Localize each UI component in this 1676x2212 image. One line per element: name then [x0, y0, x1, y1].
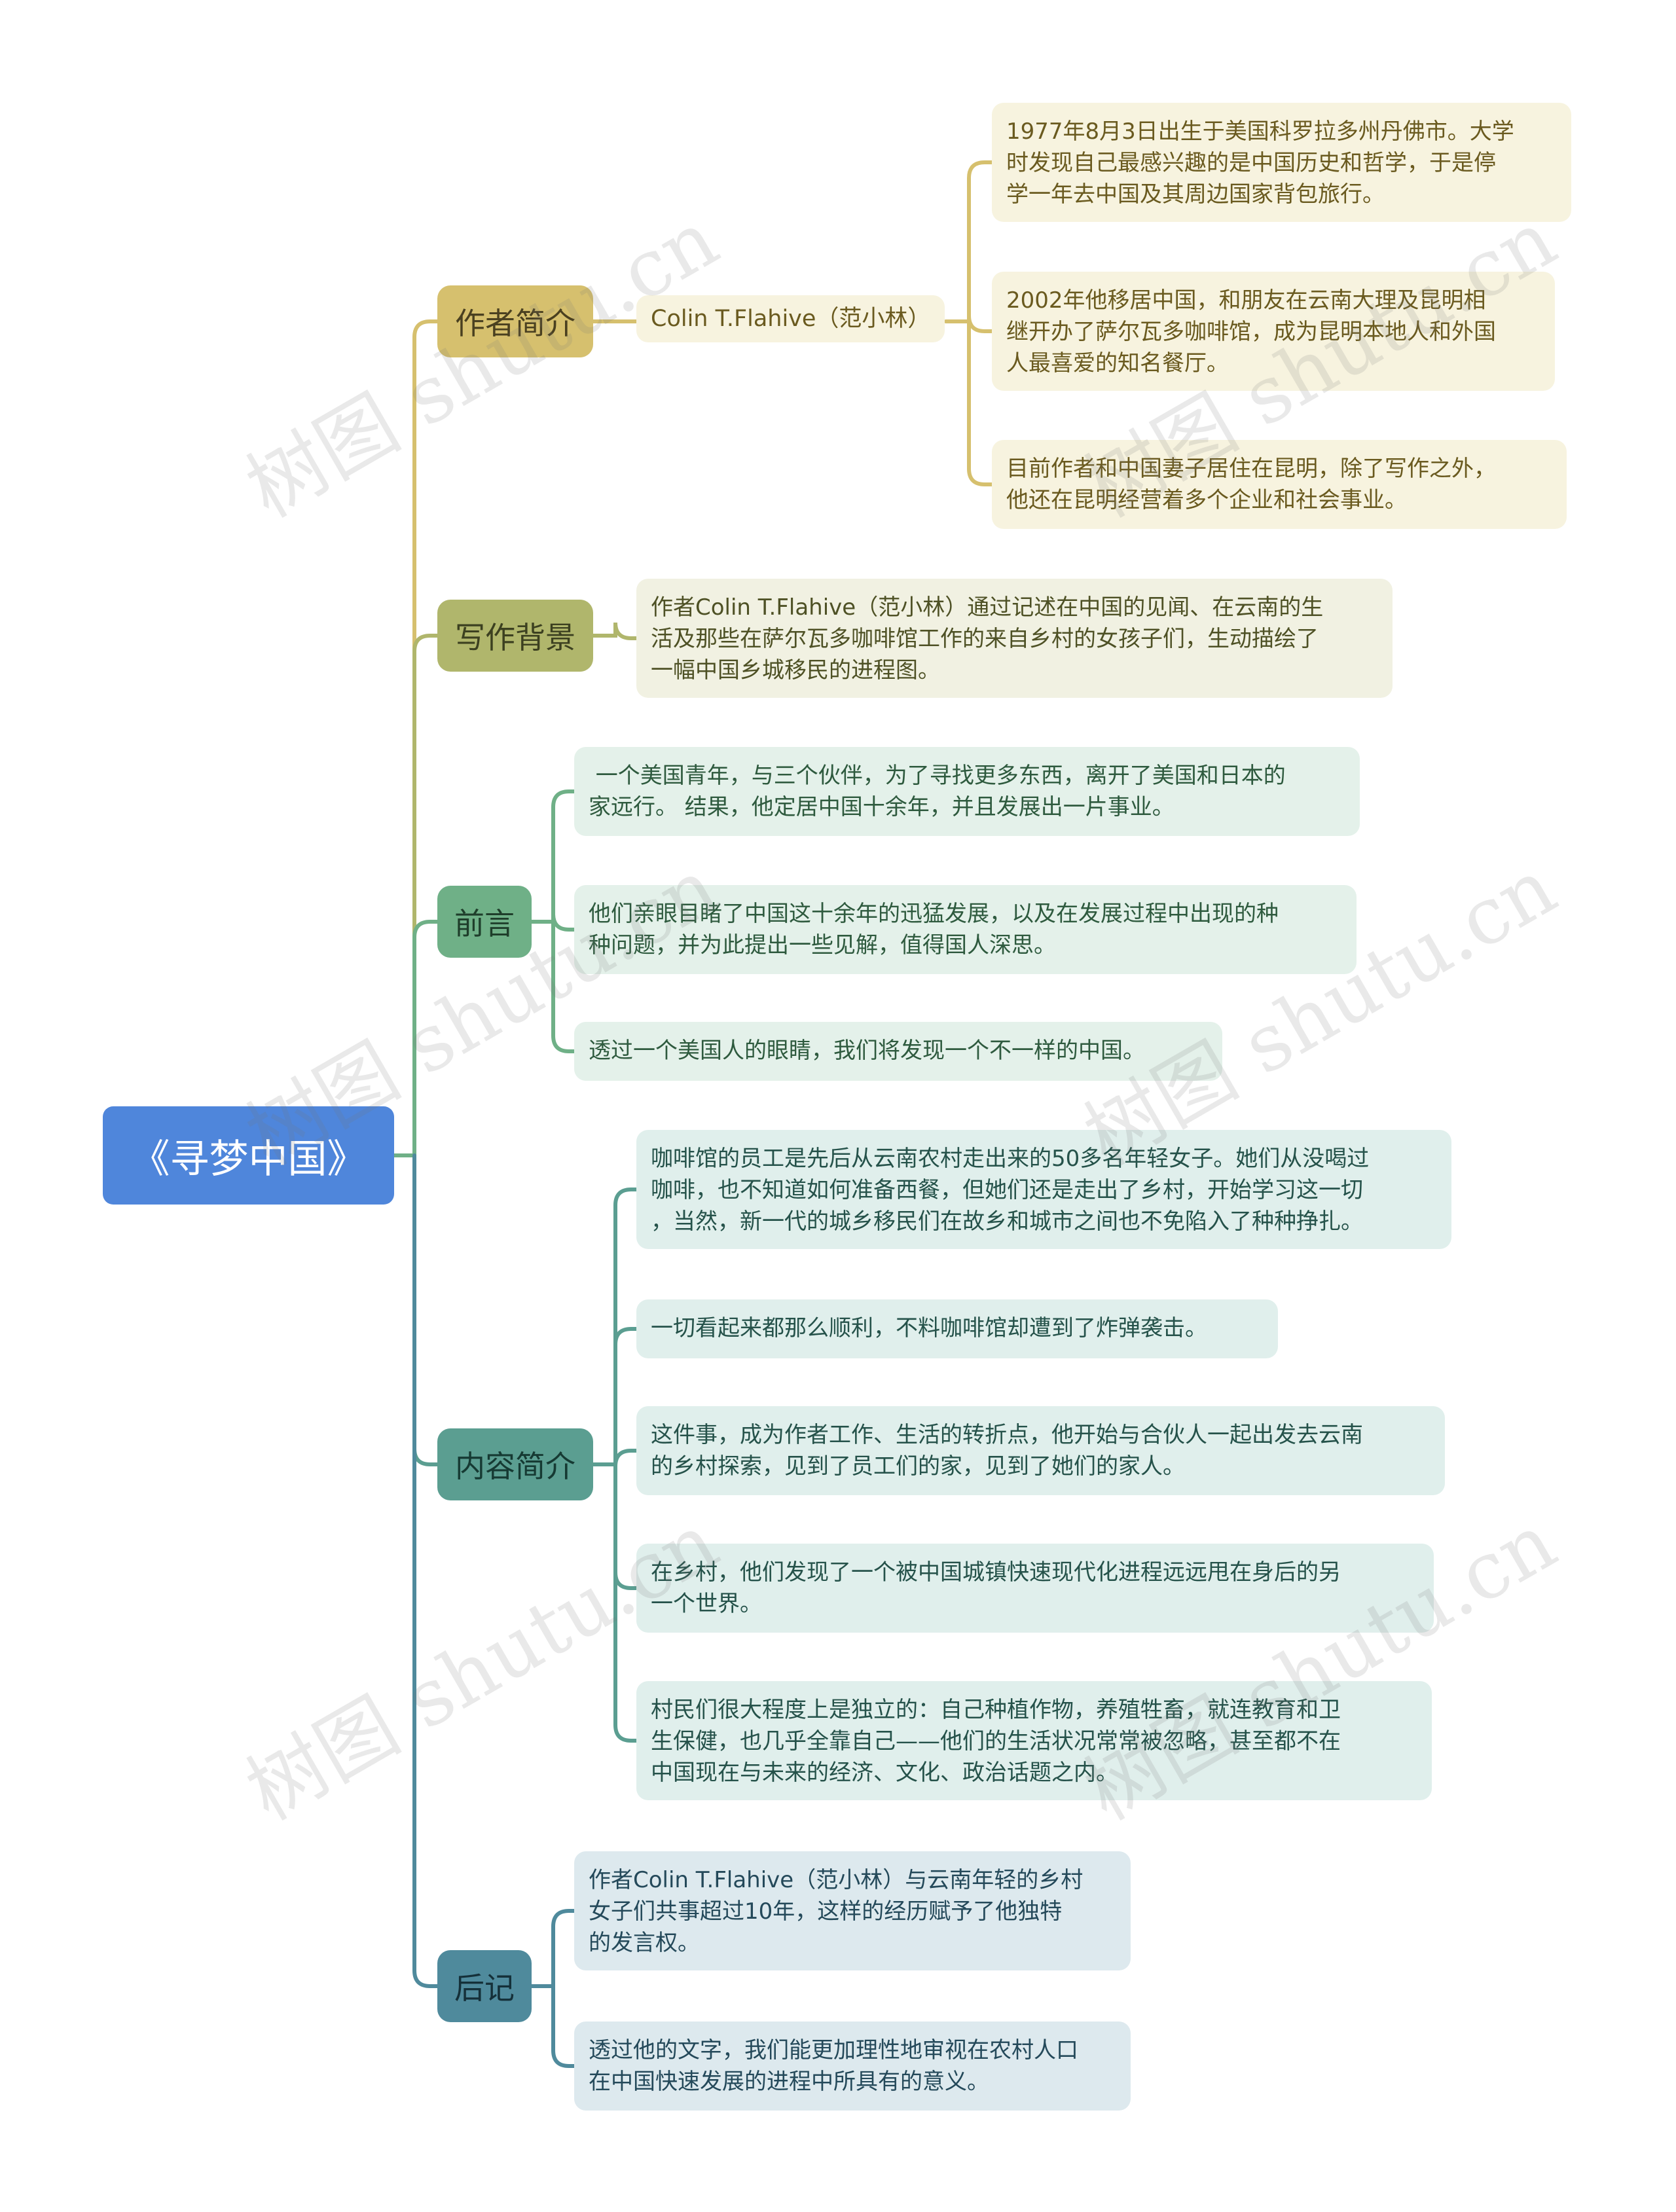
leaf-connector [530, 789, 576, 924]
branch-author-intro[interactable]: 作者简介 [437, 285, 593, 357]
branch-label: 内容简介 [455, 1449, 575, 1484]
branch-content-summary[interactable]: 内容简介 [437, 1428, 593, 1500]
content-leaf-3[interactable]: 这件事，成为作者工作、生活的转折点，他开始与合伙人一起出发去云南 的乡村探索，见… [636, 1406, 1445, 1495]
text-line: 种问题，并为此提出一些见解，值得国人深思。 [589, 932, 1056, 958]
trunk-connector [412, 920, 439, 1157]
text-line: 的乡村探索，见到了员工们的家，见到了她们的家人。 [651, 1453, 1185, 1479]
leaf-connector [530, 1984, 576, 2068]
branch-label: 写作背景 [455, 620, 575, 655]
content-leaf-4[interactable]: 在乡村，他们发现了一个被中国城镇快速现代化进程远远甩在身后的另 一个世界。 [636, 1544, 1434, 1633]
trunk-connector [412, 319, 439, 1157]
text-line: 继开办了萨尔瓦多咖啡馆，成为昆明本地人和外国 [1006, 319, 1496, 345]
afterword-leaf-1[interactable]: 作者Colin T.Flahive（范小林）与云南年轻的乡村 女子们共事超过10… [574, 1851, 1131, 1970]
leaf-connector [591, 622, 638, 640]
author-leaf-1[interactable]: 1977年8月3日出生于美国科罗拉多州丹佛市。大学 时发现自己最感兴趣的是中国历… [992, 103, 1571, 222]
text-line: 学一年去中国及其周边国家背包旅行。 [1006, 181, 1385, 208]
root-topic-label: 《寻梦中国》 [130, 1136, 367, 1182]
preface-leaf-1[interactable]: 一个美国青年，与三个伙伴，为了寻找更多东西，离开了美国和日本的 家远行。 结果，… [574, 747, 1360, 836]
text-line: 一切看起来都那么顺利，不料咖啡馆却遭到了炸弹袭击。 [651, 1315, 1207, 1341]
author-leaf-3[interactable]: 目前作者和中国妻子居住在昆明，除了写作之外， 他还在昆明经营着多个企业和社会事业… [992, 440, 1567, 529]
text-line: 生保健，也几乎全靠自己——他们的生活状况常常被忽略，甚至都不在 [651, 1728, 1341, 1754]
background-leaf-1[interactable]: 作者Colin T.Flahive（范小林）通过记述在中国的见闻、在云南的生 活… [636, 579, 1393, 698]
leaf-connector [591, 1188, 638, 1466]
text-line: 目前作者和中国妻子居住在昆明，除了写作之外， [1006, 456, 1496, 482]
text-line: 的发言权。 [589, 1930, 700, 1956]
text-line: 女子们共事超过10年，这样的经历赋予了他独特 [589, 1898, 1063, 1925]
leaf-connector [591, 1327, 638, 1466]
leaf-connector [530, 1909, 576, 1988]
branch-afterword[interactable]: 后记 [437, 1950, 532, 2022]
leaf-connector [944, 315, 994, 333]
branch-writing-background[interactable]: 写作背景 [437, 600, 593, 672]
content-leaf-1[interactable]: 咖啡馆的员工是先后从云南农村走出来的50多名年轻女子。她们从没喝过 咖啡，也不知… [636, 1130, 1451, 1249]
preface-leaf-3[interactable]: 透过一个美国人的眼睛，我们将发现一个不一样的中国。 [574, 1022, 1222, 1081]
text-line: 时发现自己最感兴趣的是中国历史和哲学，于是停 [1006, 150, 1496, 176]
text-line: 作者Colin T.Flahive（范小林）与云南年轻的乡村 [589, 1867, 1084, 1893]
root-topic[interactable]: 《寻梦中国》 [103, 1106, 394, 1205]
text-line: 他还在昆明经营着多个企业和社会事业。 [1006, 487, 1407, 513]
trunk-connector [412, 634, 439, 1157]
content-leaf-2[interactable]: 一切看起来都那么顺利，不料咖啡馆却遭到了炸弹袭击。 [636, 1299, 1278, 1358]
text-line: 在中国快速发展的进程中所具有的意义。 [589, 2069, 989, 2095]
branch-label: 后记 [454, 1970, 515, 2006]
leaf-connector [530, 920, 576, 1053]
trunk-connector [412, 1153, 439, 1466]
afterword-leaf-2[interactable]: 透过他的文字，我们能更加理性地审视在农村人口 在中国快速发展的进程中所具有的意义… [574, 2022, 1131, 2111]
preface-leaf-2[interactable]: 他们亲眼目睹了中国这十余年的迅猛发展，以及在发展过程中出现的种 种问题，并为此提… [574, 885, 1357, 974]
text-line: 人最喜爱的知名餐厅。 [1006, 350, 1229, 376]
text-line: 他们亲眼目睹了中国这十余年的迅猛发展，以及在发展过程中出现的种 [589, 901, 1279, 927]
author-name-label: Colin T.Flahive（范小林） [651, 306, 931, 332]
leaf-connector [591, 1462, 638, 1743]
text-line: 中国现在与未来的经济、文化、政治话题之内。 [651, 1760, 1118, 1786]
text-line: 2002年他移居中国，和朋友在云南大理及昆明相 [1006, 287, 1486, 314]
leaf-connector [530, 913, 576, 932]
author-leaf-2[interactable]: 2002年他移居中国，和朋友在云南大理及昆明相 继开办了萨尔瓦多咖啡馆，成为昆明… [992, 272, 1555, 391]
text-line: 作者Colin T.Flahive（范小林）通过记述在中国的见闻、在云南的生 [651, 594, 1324, 621]
text-line: 1977年8月3日出生于美国科罗拉多州丹佛市。大学 [1006, 118, 1514, 145]
text-line: 在乡村，他们发现了一个被中国城镇快速现代化进程远远甩在身后的另 [651, 1559, 1341, 1586]
branch-label: 作者简介 [455, 306, 575, 341]
text-line: 透过他的文字，我们能更加理性地审视在农村人口 [589, 2037, 1078, 2063]
content-leaf-5[interactable]: 村民们很大程度上是独立的：自己种植作物，养殖牲畜，就连教育和卫 生保健，也几乎全… [636, 1681, 1432, 1800]
text-line: 一个美国青年，与三个伙伴，为了寻找更多东西，离开了美国和日本的 [589, 763, 1286, 789]
trunk-connector [412, 1153, 439, 1988]
text-line: ，当然，新一代的城乡移民们在故乡和城市之间也不免陷入了种种挣扎。 [651, 1208, 1363, 1235]
text-line: 这件事，成为作者工作、生活的转折点，他开始与合伙人一起出发去云南 [651, 1422, 1363, 1448]
text-line: 家远行。 结果，他定居中国十余年，并且发展出一片事业。 [589, 794, 1175, 820]
text-line: 咖啡馆的员工是先后从云南农村走出来的50多名年轻女子。她们从没喝过 [651, 1146, 1370, 1172]
branch-preface[interactable]: 前言 [437, 886, 532, 958]
leaf-connector [944, 160, 994, 323]
text-line: 咖啡，也不知道如何准备西餐，但她们还是走出了乡村，开始学习这一切 [651, 1177, 1363, 1203]
author-name-node[interactable]: Colin T.Flahive（范小林） [636, 295, 945, 342]
branch-label: 前言 [454, 906, 515, 941]
text-line: 一个世界。 [651, 1591, 762, 1617]
text-line: 一幅中国乡城移民的进程图。 [651, 657, 940, 683]
text-line: 透过一个美国人的眼睛，我们将发现一个不一样的中国。 [589, 1038, 1145, 1064]
text-line: 活及那些在萨尔瓦多咖啡馆工作的来自乡村的女孩子们，生动描绘了 [651, 626, 1319, 652]
leaf-connector [944, 319, 994, 486]
text-line: 村民们很大程度上是独立的：自己种植作物，养殖牲畜，就连教育和卫 [651, 1697, 1341, 1723]
